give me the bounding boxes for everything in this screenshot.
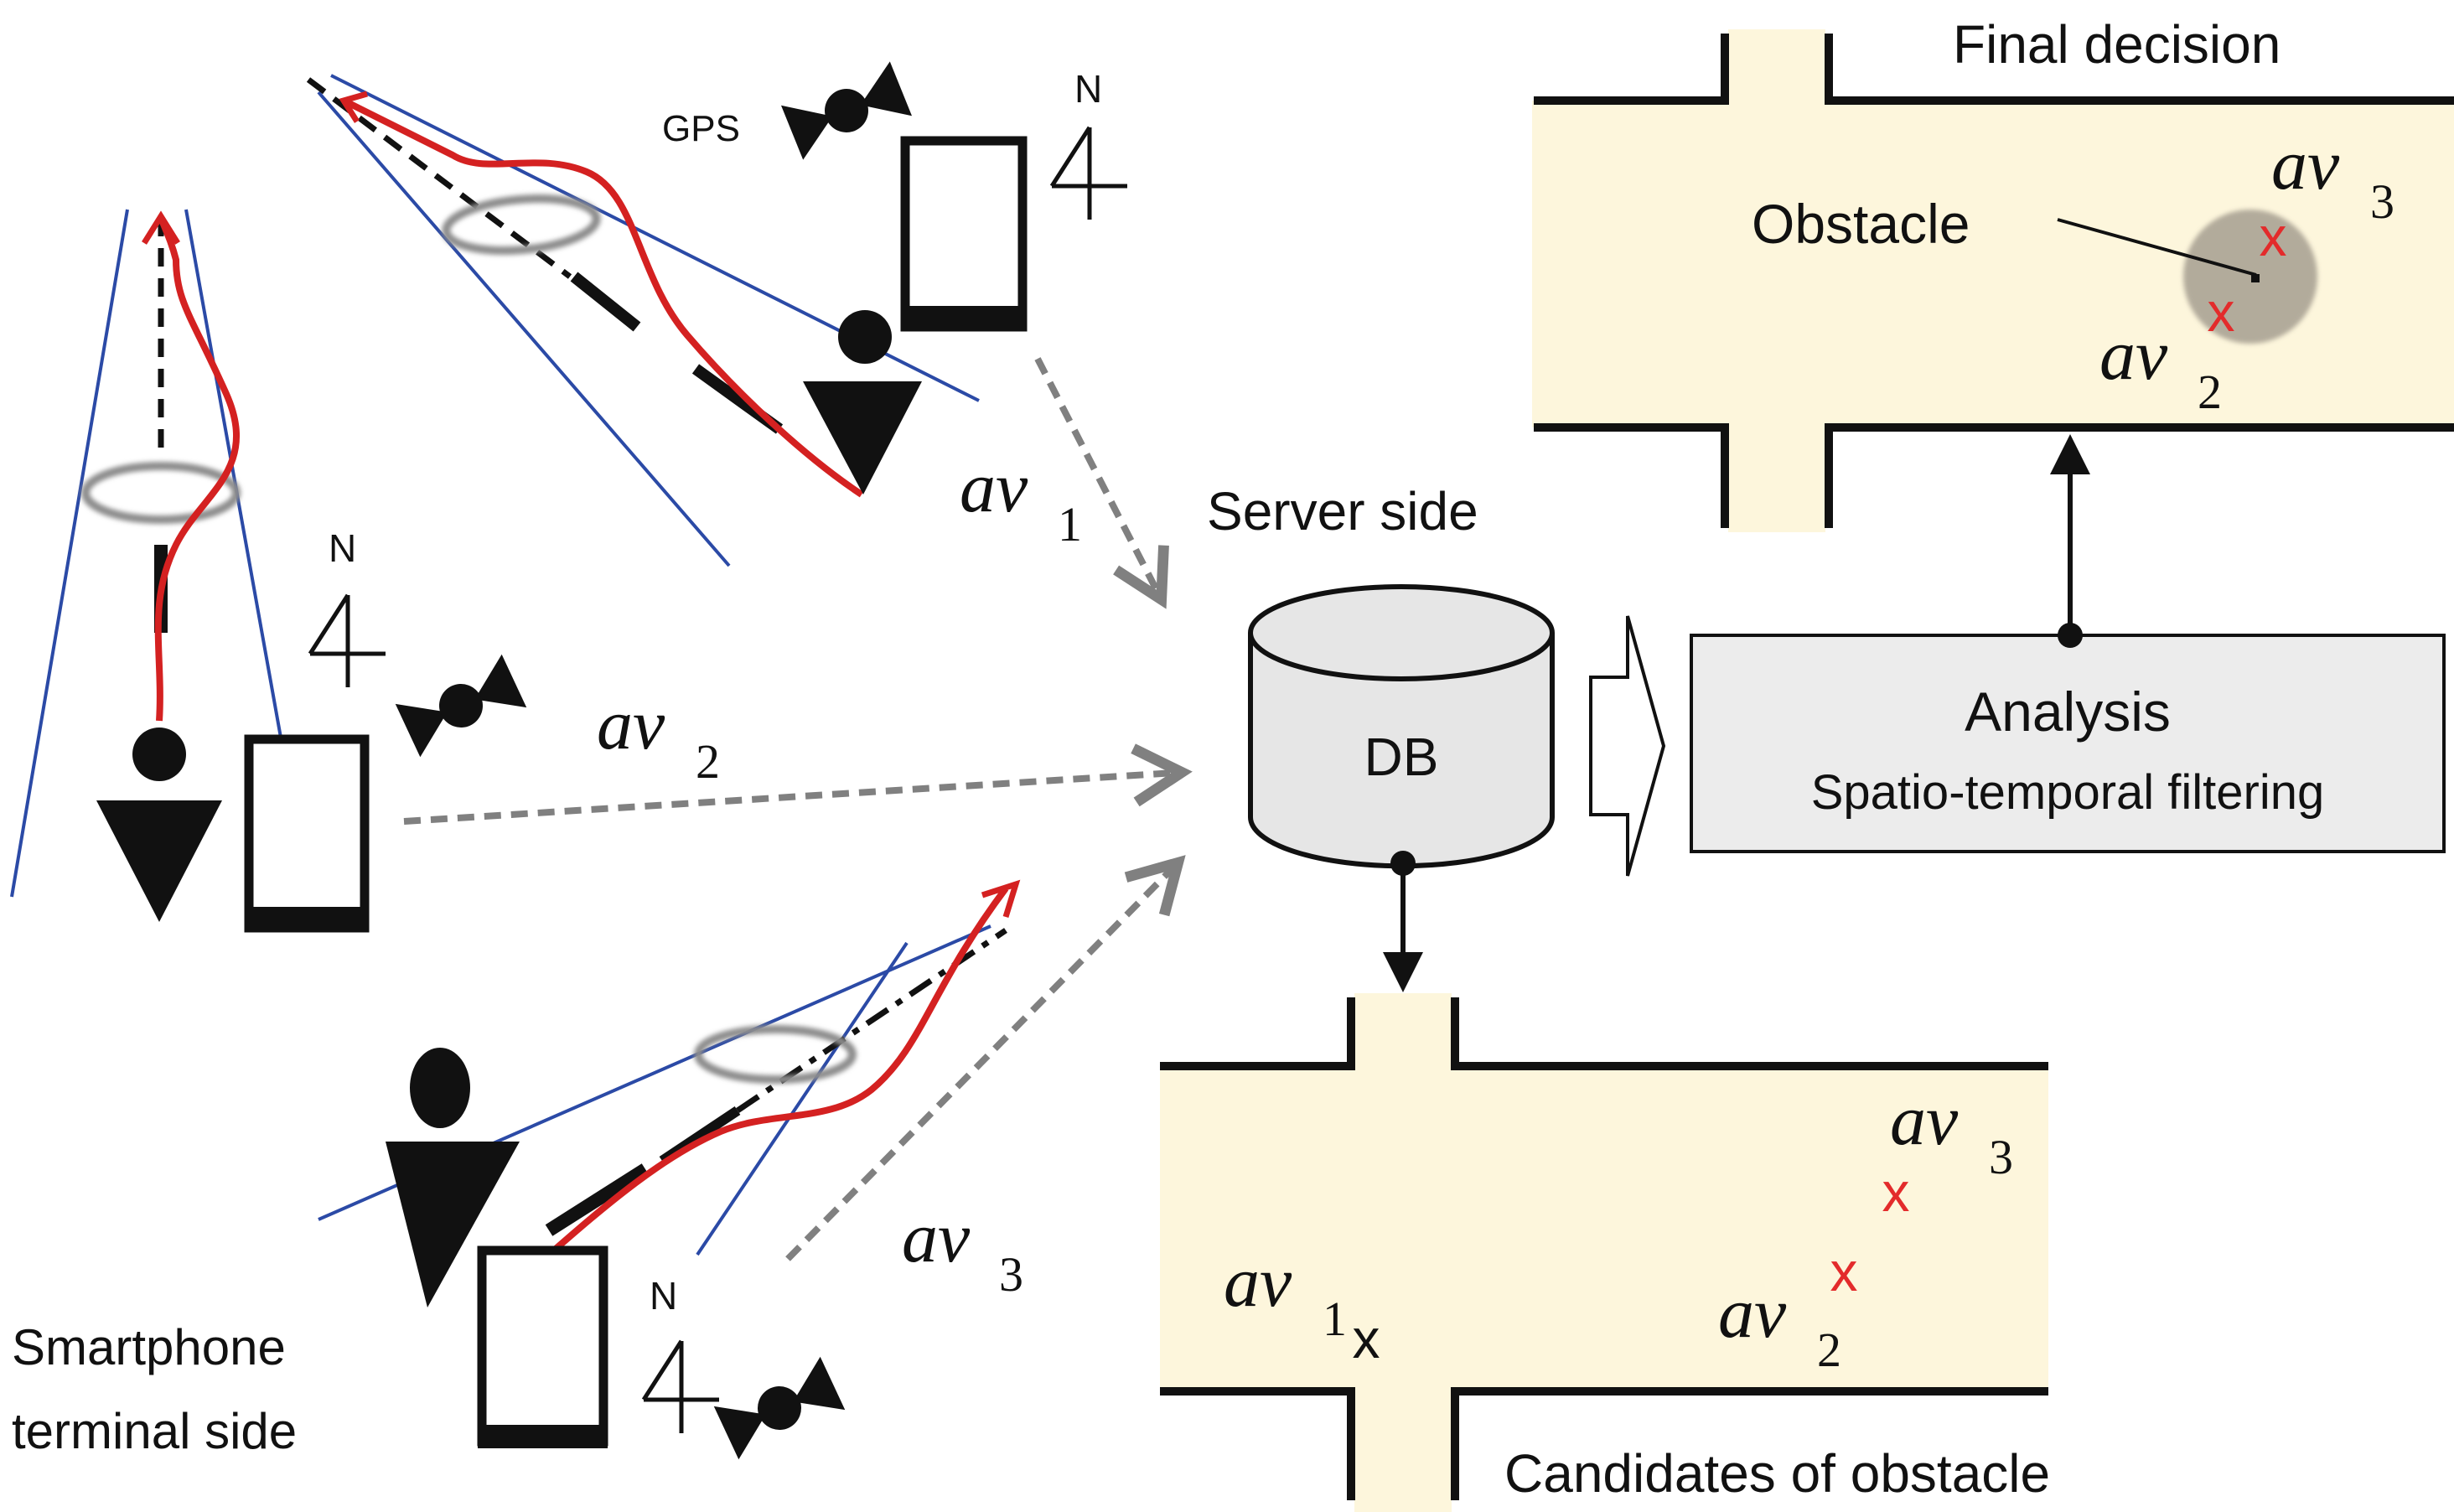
candidate-av1-label: av 1 bbox=[1224, 1241, 1347, 1346]
svg-text:3: 3 bbox=[1989, 1130, 2013, 1184]
trajectory-path bbox=[342, 97, 864, 498]
svg-text:2: 2 bbox=[1817, 1323, 1841, 1377]
svg-text:1: 1 bbox=[1323, 1292, 1347, 1346]
gps-satellite-icon bbox=[395, 654, 527, 758]
final-av2-label: av 2 bbox=[2099, 314, 2222, 419]
focus-ellipse bbox=[81, 462, 241, 524]
trajectory-arrow-icon bbox=[981, 879, 1021, 919]
smartphone-side-label: Smartphone bbox=[12, 1319, 286, 1375]
svg-text:av: av bbox=[1224, 1241, 1292, 1322]
candidates-map: Candidates of obstacle x x x av 1 av 3 a… bbox=[1160, 993, 2050, 1512]
smartphone-icon bbox=[900, 136, 1028, 332]
av2-label: av 2 bbox=[597, 684, 720, 789]
north-label: N bbox=[329, 526, 356, 570]
svg-text:1: 1 bbox=[1058, 497, 1082, 551]
analysis-sub-label: Spatio-temporal filtering bbox=[1811, 765, 2325, 820]
db-label: DB bbox=[1364, 727, 1439, 787]
trajectory-arrow-icon bbox=[339, 91, 368, 123]
north-compass-icon: N bbox=[1052, 67, 1127, 220]
view-line bbox=[184, 209, 282, 738]
flow-to-analysis-arrow bbox=[1589, 615, 1666, 877]
trajectory-arrow-icon bbox=[142, 210, 180, 245]
candidate-av2-label: av 2 bbox=[1718, 1272, 1841, 1377]
candidate-mark-av3: x bbox=[1882, 1161, 1910, 1223]
candidates-label: Candidates of obstacle bbox=[1504, 1443, 2050, 1504]
database-cylinder: DB bbox=[1248, 584, 1555, 869]
candidate-mark-av2: x bbox=[1830, 1240, 1858, 1302]
gps-label: GPS bbox=[662, 108, 740, 149]
final-mark-av2: x bbox=[2208, 281, 2235, 343]
analysis-label: Analysis bbox=[1965, 681, 2171, 743]
camera-axis bbox=[306, 77, 572, 279]
north-label: N bbox=[650, 1274, 677, 1318]
terminal-2-group: N GPS bbox=[306, 61, 1127, 567]
focus-ellipse bbox=[442, 194, 601, 255]
connector-dot bbox=[2058, 623, 2083, 648]
final-decision-label: Final decision bbox=[1953, 14, 2281, 75]
focus-ellipse bbox=[694, 1025, 857, 1084]
svg-text:av: av bbox=[902, 1197, 971, 1277]
view-line bbox=[317, 91, 731, 567]
view-line bbox=[696, 941, 909, 1256]
obstacle-leader-line bbox=[2057, 218, 2257, 277]
connector-dot bbox=[1390, 851, 1416, 876]
analysis-box: Analysis Spatio-temporal filtering bbox=[1690, 634, 2446, 853]
svg-text:av: av bbox=[597, 684, 665, 764]
candidate-av3-label: av 3 bbox=[1890, 1080, 2013, 1184]
north-label: N bbox=[1074, 67, 1102, 111]
north-compass-icon: N bbox=[310, 526, 386, 687]
pedestrian-icon bbox=[386, 1048, 520, 1307]
svg-text:av: av bbox=[960, 447, 1028, 527]
upload-arrow-av1 bbox=[1034, 357, 1169, 609]
gps-satellite-icon bbox=[780, 61, 913, 160]
final-mark-av3: x bbox=[2260, 205, 2287, 267]
final-av3-label: av 3 bbox=[2271, 124, 2394, 229]
server-side-label: Server side bbox=[1207, 481, 1478, 541]
terminal-1-group: N bbox=[10, 209, 527, 933]
svg-text:av: av bbox=[1718, 1272, 1787, 1353]
north-compass-icon: N bbox=[644, 1274, 719, 1433]
svg-text:2: 2 bbox=[696, 734, 720, 789]
camera-axis bbox=[545, 1163, 650, 1236]
pedestrian-icon bbox=[96, 728, 222, 922]
svg-text:av: av bbox=[1890, 1080, 1959, 1160]
svg-text:av: av bbox=[2271, 124, 2340, 205]
trajectory-path bbox=[154, 216, 240, 722]
final-decision-map: Final decision Obstacle x x av 3 av 2 bbox=[1532, 14, 2454, 532]
upload-arrow-av2 bbox=[403, 743, 1193, 825]
obstacle-point bbox=[2251, 274, 2260, 282]
pedestrian-icon bbox=[803, 310, 922, 495]
av1-label: av 1 bbox=[960, 447, 1082, 551]
smartphone-icon bbox=[477, 1245, 608, 1448]
svg-text:3: 3 bbox=[999, 1247, 1023, 1302]
camera-axis bbox=[570, 272, 641, 332]
gps-satellite-icon bbox=[713, 1356, 846, 1460]
trajectory-path bbox=[546, 886, 1009, 1258]
upload-arrow-av3 bbox=[785, 855, 1186, 1261]
svg-text:3: 3 bbox=[2370, 174, 2394, 229]
av3-label: av 3 bbox=[902, 1197, 1023, 1302]
obstacle-label: Obstacle bbox=[1752, 193, 1970, 255]
obstacle-area bbox=[2183, 210, 2317, 344]
smartphone-icon bbox=[244, 734, 370, 933]
candidate-mark-av1: x bbox=[1353, 1307, 1380, 1370]
view-line bbox=[10, 209, 129, 898]
svg-text:av: av bbox=[2099, 314, 2168, 395]
svg-text:2: 2 bbox=[2198, 365, 2222, 419]
terminal-3-group: N bbox=[318, 879, 1021, 1460]
smartphone-side-label-2: terminal side bbox=[12, 1403, 297, 1459]
